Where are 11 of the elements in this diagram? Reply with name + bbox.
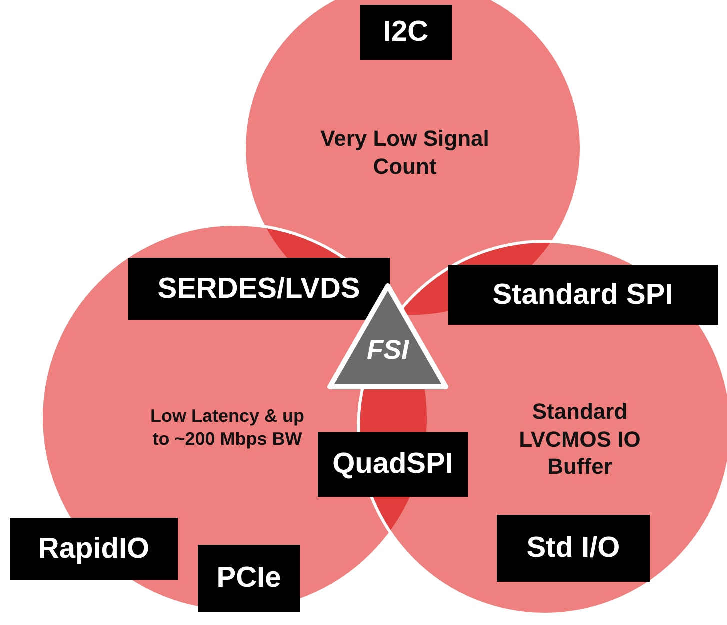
interface-label: I2C <box>360 5 452 60</box>
circle-label: Very Low Signal Count <box>290 125 520 180</box>
interface-label: Standard SPI <box>448 265 718 325</box>
interface-label: SERDES/LVDS <box>128 258 390 320</box>
circle-label: Standard LVCMOS IO Buffer <box>500 398 660 480</box>
triangle-label: FSI <box>366 337 410 364</box>
interface-label: RapidIO <box>10 518 178 580</box>
interface-label: QuadSPI <box>318 432 468 497</box>
interface-label: Std I/O <box>497 515 650 582</box>
interface-label: PCIe <box>198 545 300 612</box>
circle-label: Low Latency & up to ~200 Mbps BW <box>140 405 315 450</box>
